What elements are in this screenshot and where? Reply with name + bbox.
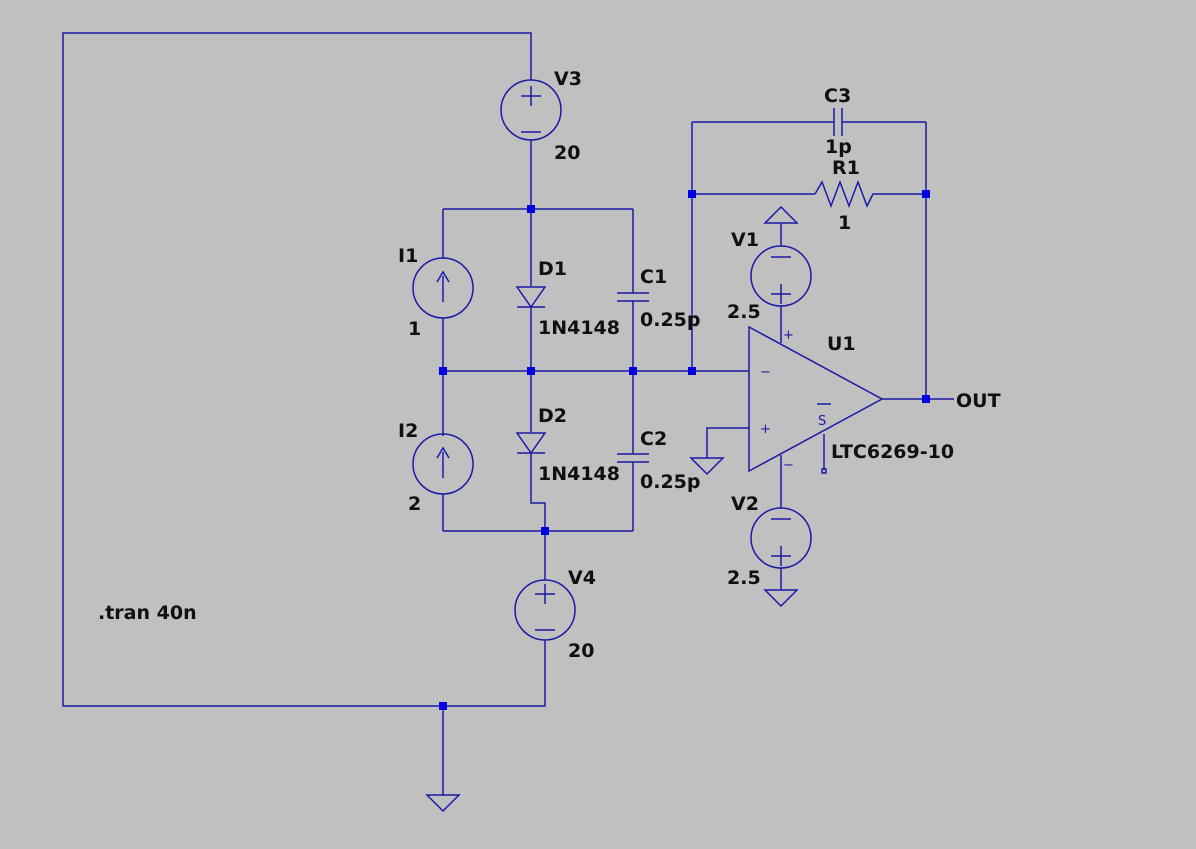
v2-value: 2.5 xyxy=(727,567,761,589)
current-source-i2[interactable] xyxy=(412,433,474,495)
opamp-shdn-label: S xyxy=(818,414,826,429)
supply-flag-icon-v1 xyxy=(763,205,799,224)
voltage-source-v2[interactable] xyxy=(750,507,812,569)
resistor-r1[interactable] xyxy=(814,179,877,209)
v4-value: 20 xyxy=(568,640,594,662)
shdn-pin-terminal[interactable] xyxy=(821,468,827,474)
v1-value: 2.5 xyxy=(727,301,761,323)
opamp-plus-label: + xyxy=(783,328,794,343)
net-label-out[interactable]: OUT xyxy=(956,390,1001,412)
opamp-u1[interactable]: + − + − S xyxy=(748,325,884,474)
v3-value: 20 xyxy=(554,142,580,164)
c1-value: 0.25p xyxy=(640,309,700,331)
junctions xyxy=(439,190,930,710)
i2-name: I2 xyxy=(398,420,418,442)
v1-name: V1 xyxy=(731,229,759,251)
r1-name: R1 xyxy=(832,157,860,179)
d2-value: 1N4148 xyxy=(538,463,620,485)
c2-value: 0.25p xyxy=(640,471,700,493)
wire-plus-input xyxy=(706,427,749,458)
tran-directive[interactable]: .tran 40n xyxy=(98,602,197,624)
u1-value: LTC6269-10 xyxy=(831,441,954,463)
c3-name: C3 xyxy=(824,85,851,107)
ground-icon-main xyxy=(425,794,461,813)
d1-value: 1N4148 xyxy=(538,317,620,339)
i1-name: I1 xyxy=(398,245,418,267)
diode-d2[interactable] xyxy=(515,432,547,455)
i1-value: 1 xyxy=(408,318,421,340)
v4-name: V4 xyxy=(568,567,596,589)
capacitor-c3[interactable] xyxy=(833,108,843,136)
current-source-i1[interactable] xyxy=(412,257,474,319)
opamp-plus-input-label: + xyxy=(760,422,771,437)
wire-outer-loop xyxy=(62,32,546,707)
opamp-minus-input-label: − xyxy=(760,365,771,380)
v3-name: V3 xyxy=(554,68,582,90)
voltage-source-v4[interactable] xyxy=(514,579,576,641)
d1-name: D1 xyxy=(538,258,567,280)
d2-name: D2 xyxy=(538,405,567,427)
ground-icon-v2 xyxy=(763,589,799,608)
r1-value: 1 xyxy=(838,212,851,234)
voltage-source-v3[interactable] xyxy=(500,79,562,141)
c3-value: 1p xyxy=(825,136,852,158)
wire-d2-bottom xyxy=(530,453,546,531)
u1-name: U1 xyxy=(827,333,856,355)
wires xyxy=(62,32,954,795)
c1-name: C1 xyxy=(640,266,667,288)
ground-icon-plus-input xyxy=(689,457,725,476)
v2-name: V2 xyxy=(731,493,759,515)
i2-value: 2 xyxy=(408,493,421,515)
capacitor-c2[interactable] xyxy=(617,453,649,463)
diode-d1[interactable] xyxy=(515,286,547,309)
c2-name: C2 xyxy=(640,428,667,450)
voltage-source-v1[interactable] xyxy=(750,245,812,307)
capacitor-c1[interactable] xyxy=(617,292,649,302)
opamp-minus-label: − xyxy=(783,458,794,473)
